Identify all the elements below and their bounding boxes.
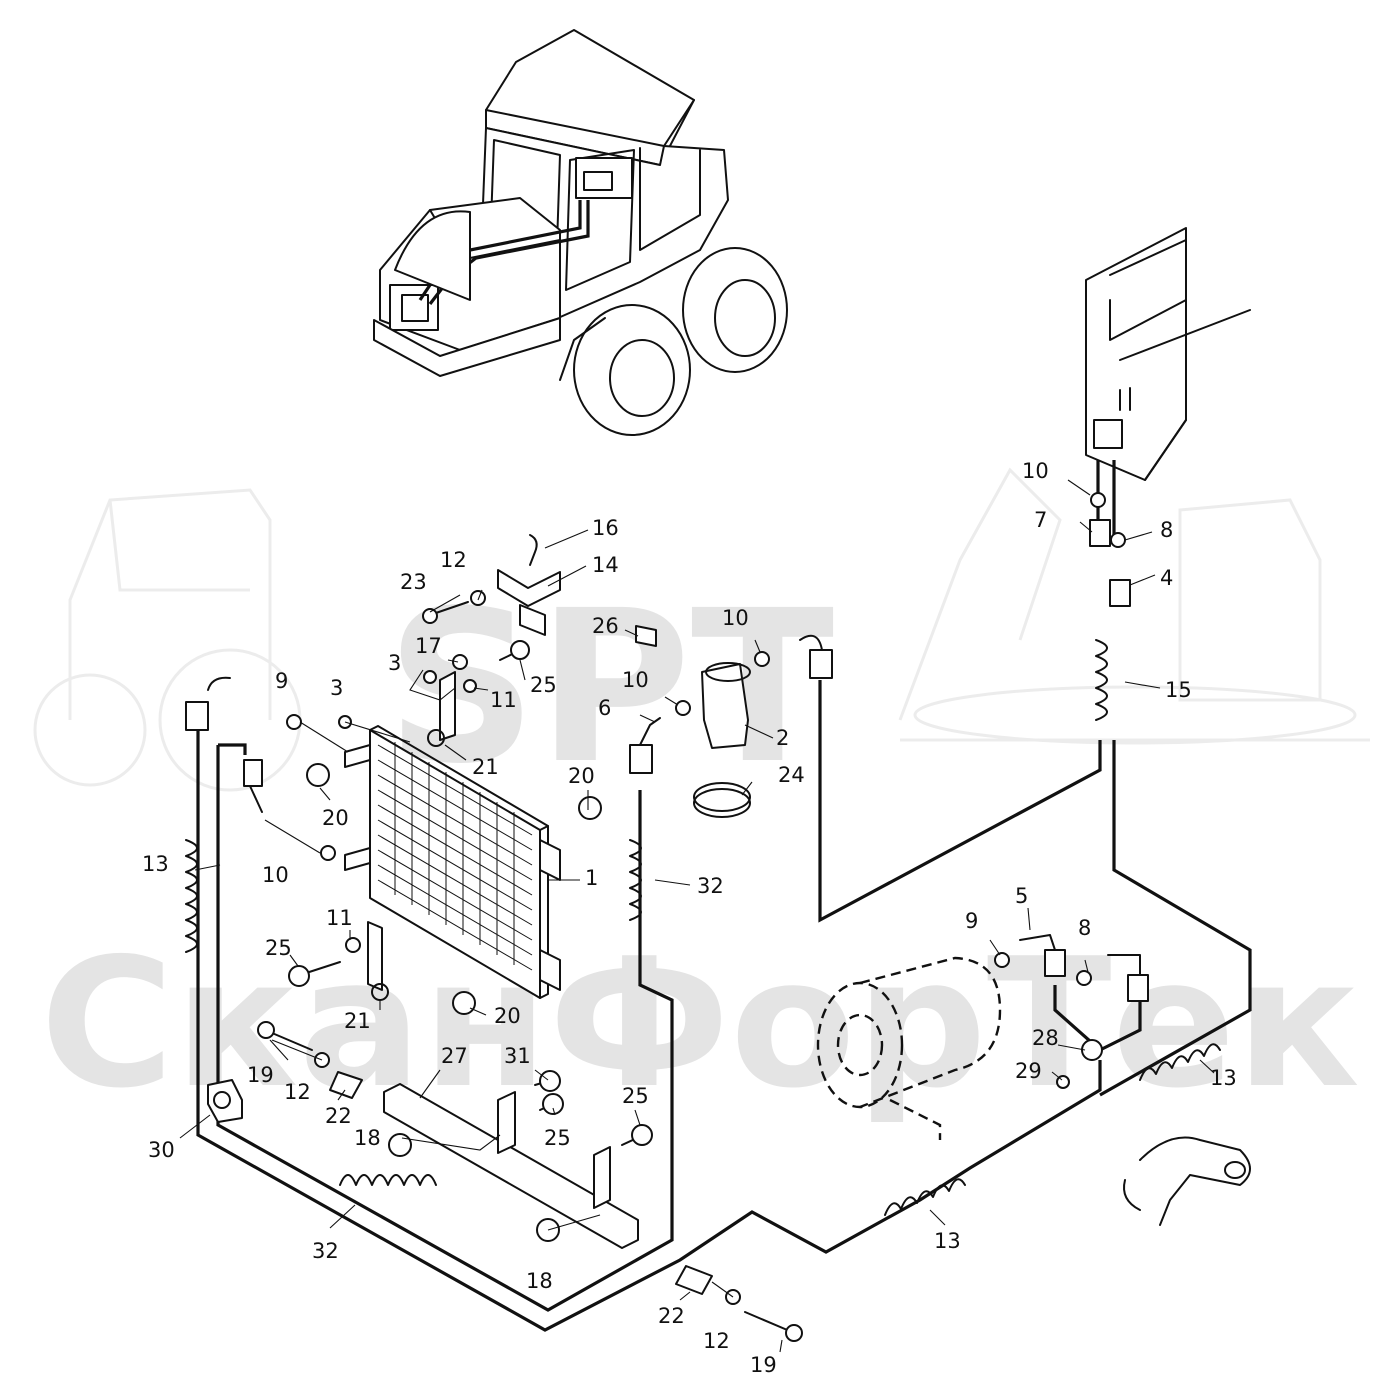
compressor-mount	[1123, 1136, 1251, 1226]
callout-13: 13	[142, 852, 169, 876]
callout-16: 16	[592, 516, 619, 540]
front-wheel-right-icon	[559, 304, 691, 436]
watermark-tractor-left-icon	[33, 488, 302, 792]
condenser	[344, 725, 561, 999]
machine-illustration	[373, 29, 788, 436]
leader-lines	[179, 479, 1215, 1353]
callout-13: 13	[934, 1229, 961, 1253]
callout-20: 20	[568, 764, 595, 788]
callout-29: 29	[1015, 1059, 1042, 1083]
rear-wheel-icon	[682, 247, 788, 373]
callout-12: 12	[703, 1329, 730, 1353]
callout-7: 7	[1034, 508, 1047, 532]
callout-30: 30	[148, 1138, 175, 1162]
callout-11: 11	[490, 688, 517, 712]
front-wheel-left-icon	[394, 210, 471, 301]
callout-25: 25	[622, 1084, 649, 1108]
callout-22: 22	[658, 1304, 685, 1328]
callout-labels: 1 2 3 3 4 5 6 7 8 8 9 9 10 10 10 10 11 1…	[142, 459, 1237, 1377]
callout-1: 1	[585, 866, 598, 890]
callout-12: 12	[440, 548, 467, 572]
callout-18: 18	[354, 1126, 381, 1150]
callout-21: 21	[472, 755, 499, 779]
callout-26: 26	[592, 614, 619, 638]
callout-10: 10	[622, 668, 649, 692]
watermark-excavator-right-icon	[898, 467, 1370, 745]
compressor	[816, 956, 1002, 1140]
callout-10: 10	[722, 606, 749, 630]
callout-18: 18	[526, 1269, 553, 1293]
callout-10: 10	[262, 863, 289, 887]
callout-3: 3	[330, 676, 343, 700]
callout-19: 19	[247, 1063, 274, 1087]
callout-2: 2	[776, 726, 789, 750]
callout-5: 5	[1015, 884, 1028, 908]
hose-fittings	[185, 519, 1149, 1089]
callout-21: 21	[344, 1009, 371, 1033]
watermark-brand: SPT	[386, 565, 834, 810]
callout-17: 17	[415, 634, 442, 658]
callout-9: 9	[965, 909, 978, 933]
condenser-fins	[377, 742, 533, 971]
evaporator-housing	[1085, 227, 1251, 481]
callout-3: 3	[388, 651, 401, 675]
callout-20: 20	[322, 806, 349, 830]
callout-24: 24	[778, 763, 805, 787]
callout-11: 11	[326, 906, 353, 930]
callout-32: 32	[697, 874, 724, 898]
callout-8: 8	[1160, 518, 1173, 542]
callout-25: 25	[530, 673, 557, 697]
callout-19: 19	[750, 1353, 777, 1377]
callout-25: 25	[265, 936, 292, 960]
callout-9: 9	[275, 669, 288, 693]
callout-28: 28	[1032, 1026, 1059, 1050]
callout-27: 27	[441, 1044, 468, 1068]
coil-guards	[185, 639, 1221, 1216]
callout-4: 4	[1160, 566, 1173, 590]
callout-10: 10	[1022, 459, 1049, 483]
callout-25: 25	[544, 1126, 571, 1150]
callout-6: 6	[598, 696, 611, 720]
callout-12: 12	[284, 1080, 311, 1104]
callout-8: 8	[1078, 916, 1091, 940]
callout-22: 22	[325, 1104, 352, 1128]
small-parts	[207, 492, 1126, 1342]
callout-14: 14	[592, 553, 619, 577]
callout-20: 20	[494, 1004, 521, 1028]
callout-31: 31	[504, 1044, 531, 1068]
callout-32: 32	[312, 1239, 339, 1263]
callout-13: 13	[1210, 1066, 1237, 1090]
callout-15: 15	[1165, 678, 1192, 702]
callout-23: 23	[400, 570, 427, 594]
